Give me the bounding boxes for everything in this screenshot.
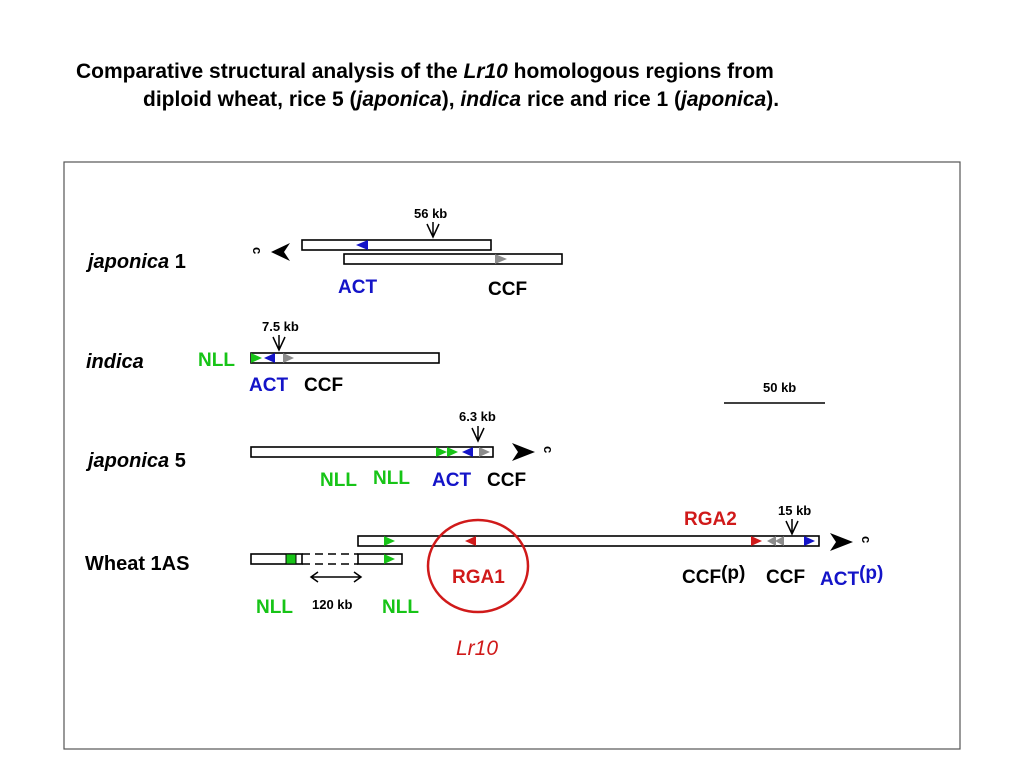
distance-label-japonica1: 56 kb bbox=[414, 206, 447, 221]
gene-label-ccf: CCF bbox=[487, 470, 526, 491]
act-gene-marker bbox=[462, 447, 473, 457]
gene-label-nll: NLL bbox=[256, 597, 293, 618]
ccf-gene-marker bbox=[479, 447, 490, 457]
rga1-gene-marker bbox=[465, 536, 476, 546]
gene-label-ccf: CCF bbox=[766, 567, 805, 588]
nll-gene-marker bbox=[251, 353, 262, 363]
orientation-arrowhead-japonica5 bbox=[512, 443, 535, 461]
distance-arrow-japonica1 bbox=[426, 222, 440, 239]
distance-arrow-japonica5 bbox=[471, 426, 485, 443]
ccf-gene-marker bbox=[775, 536, 784, 546]
row-label-japonica5: japonica 5 bbox=[85, 450, 186, 472]
orientation-label-japonica5: c bbox=[541, 446, 556, 453]
nll-gene-marker bbox=[384, 554, 395, 564]
gap-double-arrow bbox=[309, 571, 363, 583]
nll-gene-marker bbox=[285, 553, 297, 565]
orientation-label-wheat: c bbox=[859, 536, 874, 543]
gene-label-act: ACT bbox=[432, 470, 471, 491]
gene-label-act: ACT bbox=[338, 277, 377, 298]
orientation-arrowhead-wheat bbox=[830, 533, 853, 551]
row-label-indica: indica bbox=[86, 351, 144, 373]
figure-frame bbox=[63, 161, 961, 750]
gene-label-rga1: RGA1 bbox=[452, 567, 505, 588]
act-gene-marker bbox=[356, 240, 368, 250]
scale-bar-label: 50 kb bbox=[763, 380, 796, 395]
locus-label-lr10: Lr10 bbox=[456, 637, 498, 660]
gene-label-ccf: CCF bbox=[304, 375, 343, 396]
distance-arrow-indica bbox=[272, 335, 286, 352]
contig-bar-wheat-main bbox=[357, 535, 820, 547]
contig-bar-wheat-right bbox=[357, 553, 403, 565]
contig-bar-japonica5 bbox=[250, 446, 494, 458]
contig-bar-japonica1-b bbox=[343, 253, 563, 265]
title-line-1: Comparative structural analysis of the L… bbox=[76, 60, 774, 83]
title-line-2: diploid wheat, rice 5 (japonica), indica… bbox=[143, 88, 780, 111]
gene-label-rga2: RGA2 bbox=[684, 509, 737, 530]
distance-label-japonica5: 6.3 kb bbox=[459, 409, 496, 424]
gene-label-act: ACT bbox=[249, 375, 288, 396]
gene-label-nll: NLL bbox=[320, 470, 357, 491]
slide-title: Comparative structural analysis of the L… bbox=[60, 58, 960, 114]
distance-arrow-wheat bbox=[785, 519, 799, 536]
gene-label-act-pseudo: ACT(p) bbox=[820, 563, 883, 590]
contig-bar-indica bbox=[250, 352, 440, 364]
contig-bar-japonica1-a bbox=[301, 239, 492, 251]
nll-gene-marker bbox=[447, 447, 458, 457]
distance-label-wheat: 15 kb bbox=[778, 503, 811, 518]
distance-label-indica: 7.5 kb bbox=[262, 319, 299, 334]
gap-distance-label: 120 kb bbox=[312, 597, 353, 612]
nll-gene-marker bbox=[384, 536, 395, 546]
gene-label-nll: NLL bbox=[373, 468, 410, 489]
gene-label-ccf: CCF bbox=[488, 279, 527, 300]
rga2-gene-marker bbox=[751, 536, 762, 546]
act-gene-marker bbox=[804, 536, 815, 546]
gene-label-ccf-pseudo: CCF(p) bbox=[682, 563, 745, 588]
act-gene-marker bbox=[264, 353, 275, 363]
ccf-gene-marker bbox=[283, 353, 294, 363]
contig-bar-wheat-left bbox=[250, 553, 303, 565]
row-label-wheat: Wheat 1AS bbox=[85, 553, 189, 575]
gene-label-nll: NLL bbox=[382, 597, 419, 618]
ccf-gene-marker bbox=[767, 536, 776, 546]
row-label-japonica1: japonica 1 bbox=[85, 251, 186, 273]
nll-gene-marker bbox=[436, 447, 447, 457]
gene-label-nll: NLL bbox=[198, 350, 235, 371]
rga1-highlight-circle bbox=[426, 518, 530, 614]
orientation-arrowhead-japonica1 bbox=[271, 243, 290, 261]
orientation-label-japonica1: c bbox=[250, 247, 265, 254]
ccf-gene-marker bbox=[495, 254, 507, 264]
